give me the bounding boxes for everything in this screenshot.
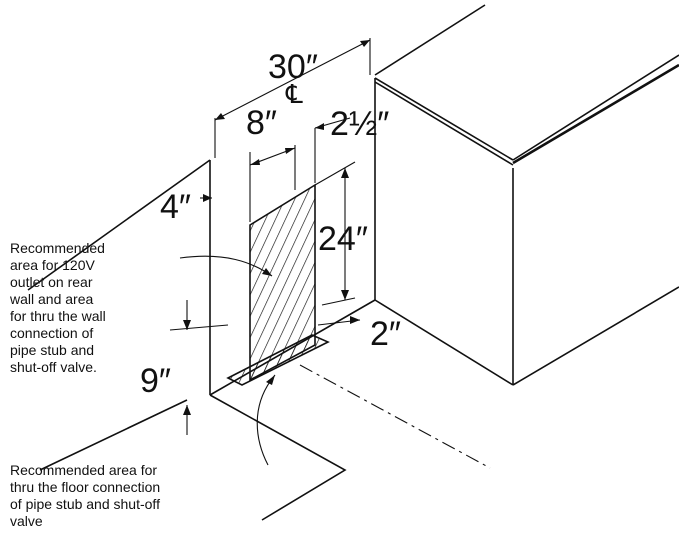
ext-line-24-bottom (321, 297, 356, 306)
wall-callout-line: for thru the wall (10, 308, 106, 324)
dim-2-label: 2″ (370, 315, 401, 353)
dim-8-label: 8″ (246, 104, 277, 142)
floor-pipe-area (226, 334, 330, 386)
dim-30-label: 30″ (268, 48, 318, 86)
dim-4-label: 4″ (160, 188, 191, 226)
wall-callout-line: pipe stub and (10, 342, 94, 358)
floor-front-edge (209, 394, 347, 521)
wall-callout-line: connection of (10, 325, 93, 341)
cabinet-top-right (512, 54, 679, 161)
dim-24-label: 24″ (318, 220, 368, 258)
ext-line-9-top (169, 324, 229, 331)
rear-wall-top-edge (27, 159, 211, 291)
wall-area-callout: Recommended area for 120V outlet on rear… (9, 240, 106, 375)
leader-floor (256, 374, 276, 466)
cabinet-lip-side (374, 81, 514, 166)
floor-area-callout: Recommended area for thru the floor conn… (10, 462, 160, 529)
centerline-floor (299, 364, 491, 469)
dim-line-30 (214, 39, 371, 121)
floor-callout-line: valve (10, 513, 43, 529)
dim-9-label: 9″ (140, 362, 171, 400)
wall-callout-line: wall and area (9, 291, 93, 307)
wall-callout-line: Recommended (10, 240, 105, 256)
dim-2-5-label: 2½″ (330, 105, 389, 143)
floor-callout-line: Recommended area for (10, 462, 157, 478)
wall-callout-line: area for 120V (10, 257, 95, 273)
wall-callout-line: outlet on rear (10, 274, 93, 290)
floor-edge-left (39, 399, 188, 471)
cabinet-top-front (374, 77, 514, 161)
leader-floor-arrow (266, 375, 275, 385)
cabinet-bottom-front (374, 299, 514, 386)
cabinet-bottom-right (512, 286, 679, 386)
leader-wall-arrow (262, 268, 272, 276)
cabinet-top-back (374, 4, 486, 76)
floor-callout-line: thru the floor connection (10, 479, 160, 495)
ext-line-24-top (314, 161, 356, 186)
cabinet-top-lip (512, 63, 679, 165)
wall-callout-line: shut-off valve. (10, 359, 97, 375)
floor-callout-line: of pipe stub and shut-off (10, 496, 160, 512)
centerline-symbol: ℄ (285, 79, 303, 109)
